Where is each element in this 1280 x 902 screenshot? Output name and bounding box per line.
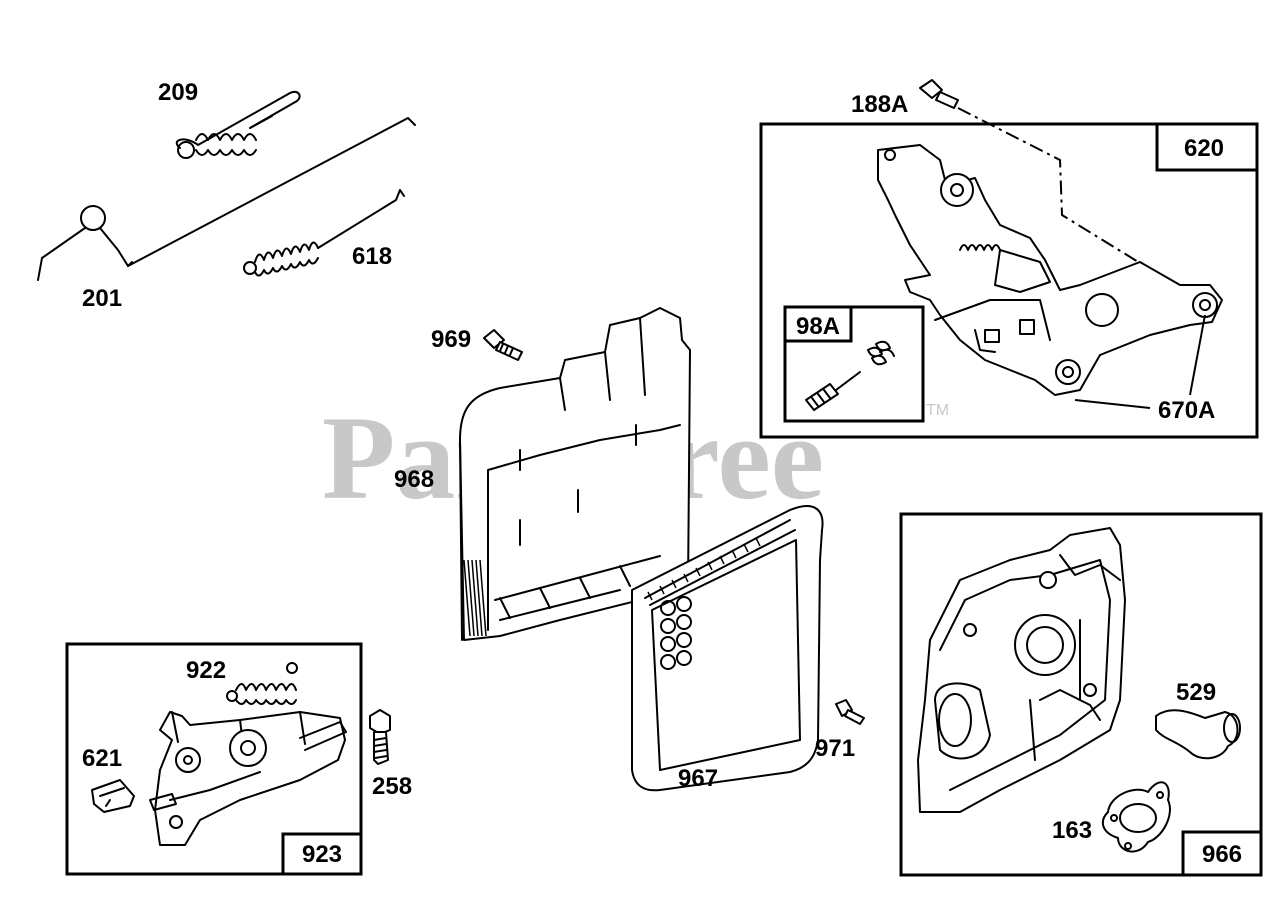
box-966-label: 966 [1202, 841, 1242, 868]
part-163-gasket[interactable] [1101, 781, 1171, 853]
label-621: 621 [82, 745, 122, 772]
label-670A: 670A [1158, 397, 1215, 424]
box-620: 620 [759, 122, 1259, 439]
part-258-bolt[interactable] [369, 709, 391, 765]
label-529: 529 [1176, 679, 1216, 706]
label-922: 922 [186, 657, 226, 684]
part-98A-screw-spring[interactable] [805, 340, 895, 411]
assembly-centerline [957, 107, 1201, 301]
label-969: 969 [431, 326, 471, 353]
part-209-spring[interactable] [175, 90, 301, 159]
part-188A-bolt[interactable] [919, 79, 959, 109]
part-621-bracket[interactable] [91, 779, 135, 813]
label-968: 968 [394, 466, 434, 493]
label-209: 209 [158, 79, 198, 106]
part-923-control-assembly[interactable] [149, 711, 347, 846]
part-969-bolt[interactable] [483, 329, 523, 361]
part-966-base-plate[interactable] [917, 527, 1126, 813]
box-923: 923 [65, 642, 363, 876]
box-620-label: 620 [1184, 135, 1224, 162]
part-971-screw[interactable] [835, 699, 865, 725]
box-966: 966 [899, 512, 1263, 877]
label-971: 971 [815, 735, 855, 762]
part-922-spring[interactable] [226, 662, 298, 705]
leader-670A-a [1074, 399, 1151, 409]
label-967: 967 [678, 765, 718, 792]
label-201: 201 [82, 285, 122, 312]
part-618-spring[interactable] [243, 189, 405, 277]
label-258: 258 [372, 773, 412, 800]
part-968-filter-housing[interactable] [459, 307, 691, 641]
label-618: 618 [352, 243, 392, 270]
leader-670A-b [1189, 314, 1206, 396]
watermark-trademark: TM [926, 402, 949, 419]
box-923-label: 923 [302, 841, 342, 868]
part-529-elbow[interactable] [1155, 709, 1241, 760]
label-188A: 188A [851, 91, 908, 118]
box-98A-label: 98A [796, 313, 840, 340]
part-201-rod[interactable] [37, 117, 416, 281]
box-98A: 98A [783, 305, 925, 423]
part-620-control-assembly[interactable] [877, 144, 1223, 396]
part-967-filter-element[interactable] [631, 505, 824, 792]
label-163: 163 [1052, 817, 1092, 844]
